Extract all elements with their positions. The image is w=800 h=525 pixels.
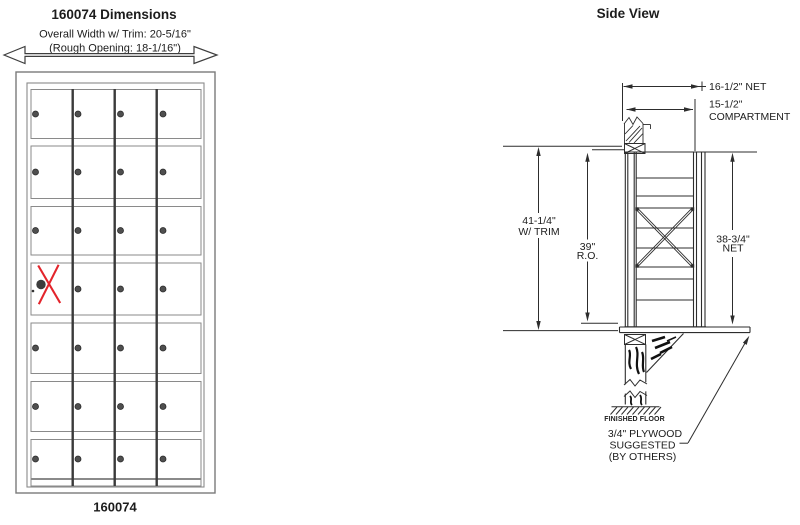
lock-icon	[117, 403, 124, 410]
door-row	[30, 145, 202, 199]
column-divider	[71, 89, 74, 486]
finished-floor-label: FINISHED FLOOR	[604, 416, 665, 423]
compartment-label-line1: 15-1/2"	[709, 99, 743, 111]
lock-icon	[159, 344, 167, 352]
lock-icon	[32, 168, 39, 176]
lock-icon	[74, 227, 82, 234]
lock-icon	[74, 110, 82, 118]
width-arrow-icon	[2, 45, 219, 65]
front-view-title: 160074 Dimensions	[51, 7, 176, 22]
door-row	[30, 206, 202, 256]
lock-icon	[32, 227, 39, 234]
net-height-label-line1: 38-3/4"	[716, 234, 750, 246]
finished-floor-symbol	[610, 406, 662, 415]
wall-header-wood	[623, 116, 651, 144]
marker-dot	[31, 289, 35, 293]
door-row	[30, 89, 202, 139]
rough-opening-label-line1: 39"	[580, 241, 596, 253]
lock-icon	[74, 168, 82, 176]
master-door-marker	[31, 264, 62, 305]
lock-icon	[74, 285, 82, 293]
red-x-stroke	[37, 264, 60, 305]
rough-opening-label: (Rough Opening: 18-1/16")	[49, 43, 181, 55]
lock-icon	[159, 168, 167, 176]
cabinet-section	[624, 151, 706, 328]
overall-width-label: Overall Width w/ Trim: 20-5/16"	[39, 29, 191, 41]
lock-icon	[117, 227, 124, 234]
x-brace	[635, 207, 695, 268]
lock-icon	[32, 455, 39, 463]
lock-icon	[117, 110, 124, 118]
door-row	[30, 439, 202, 479]
column-dividers	[71, 89, 158, 486]
trim-height-label-line2: W/ TRIM	[518, 226, 559, 238]
dim-net-height	[730, 152, 735, 325]
lock-icon	[117, 455, 124, 463]
door-grid	[30, 89, 202, 487]
door-row	[30, 381, 202, 432]
lock-icon	[32, 344, 39, 352]
plywood-shelf	[618, 326, 751, 334]
lock-icon	[159, 403, 167, 410]
shelf-lines	[636, 177, 694, 301]
door-row	[30, 322, 202, 374]
dim-rough-opening	[585, 152, 590, 322]
wood-grain-stud	[627, 346, 646, 406]
dim-trim-height	[536, 147, 541, 330]
lock-icon	[74, 344, 82, 352]
trim-height-label-line1: 41-1/4"	[522, 215, 556, 227]
door-locks	[32, 110, 167, 463]
dim-net-depth	[622, 81, 706, 121]
bottom-filler-strip	[30, 479, 202, 487]
lock-icon	[32, 110, 39, 118]
dim-compartment	[626, 99, 696, 151]
lock-icon	[159, 110, 167, 118]
blocking-x-bottom	[624, 334, 646, 345]
cabinet-trim-frame	[26, 82, 205, 488]
plywood-note-line2: SUGGESTED	[610, 440, 676, 452]
side-view-title: Side View	[597, 6, 660, 21]
plywood-note-line1: 3/4" PLYWOOD	[608, 428, 683, 440]
door-row	[30, 262, 202, 316]
plywood-leader	[679, 335, 750, 444]
model-number-label: 160074	[93, 500, 137, 515]
net-depth-label: 16-1/2" NET	[709, 81, 767, 93]
lock-icon	[159, 285, 167, 293]
lock-icon	[74, 403, 82, 410]
rough-opening-label-line2: R.O.	[577, 250, 599, 262]
lock-icon	[117, 285, 124, 293]
lock-icon	[159, 455, 167, 463]
plywood-note-line3: (BY OTHERS)	[609, 451, 676, 463]
side-view: Side View 16-1/2" NET 15-1/2" COMPARTMEN…	[503, 6, 791, 463]
lock-icon	[74, 455, 82, 463]
net-height-label-line2: NET	[723, 243, 745, 255]
column-divider	[113, 89, 116, 486]
lock-icon	[32, 403, 39, 410]
break-symbol	[620, 378, 651, 399]
knee-brace	[646, 333, 684, 373]
compartment-label-line2: COMPARTMENT	[709, 111, 791, 123]
front-view: 160074 Dimensions Overall Width w/ Trim:…	[2, 7, 219, 515]
wood-grain-brace	[650, 335, 677, 361]
lock-icon	[117, 168, 124, 176]
master-lock-icon	[36, 279, 46, 290]
column-divider	[155, 89, 158, 486]
cabinet-outer-frame	[15, 71, 216, 494]
lock-icon	[117, 344, 124, 352]
lock-icon	[159, 227, 167, 234]
